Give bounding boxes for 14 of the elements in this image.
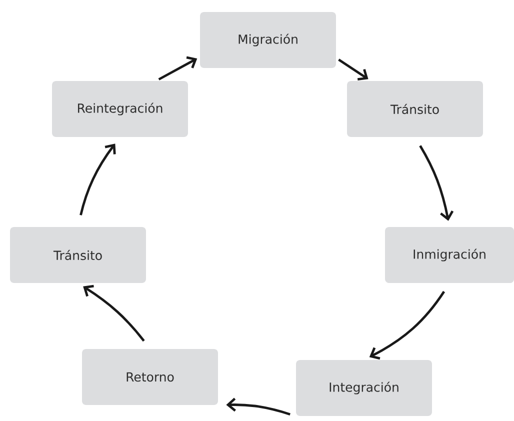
arrow <box>226 398 290 416</box>
arrow <box>419 145 454 221</box>
process-box: Reintegración <box>52 81 188 137</box>
arrow <box>158 56 198 80</box>
arrow <box>80 144 116 216</box>
process-box: Integración <box>296 360 432 416</box>
process-box: Retorno <box>82 349 218 405</box>
process-box: Inmigración <box>385 227 514 283</box>
process-box: Tránsito <box>347 81 483 137</box>
arrow <box>83 284 145 342</box>
arrow <box>369 290 446 360</box>
process-box: Migración <box>200 12 336 68</box>
arrow <box>338 58 368 80</box>
process-box: Tránsito <box>10 227 146 283</box>
